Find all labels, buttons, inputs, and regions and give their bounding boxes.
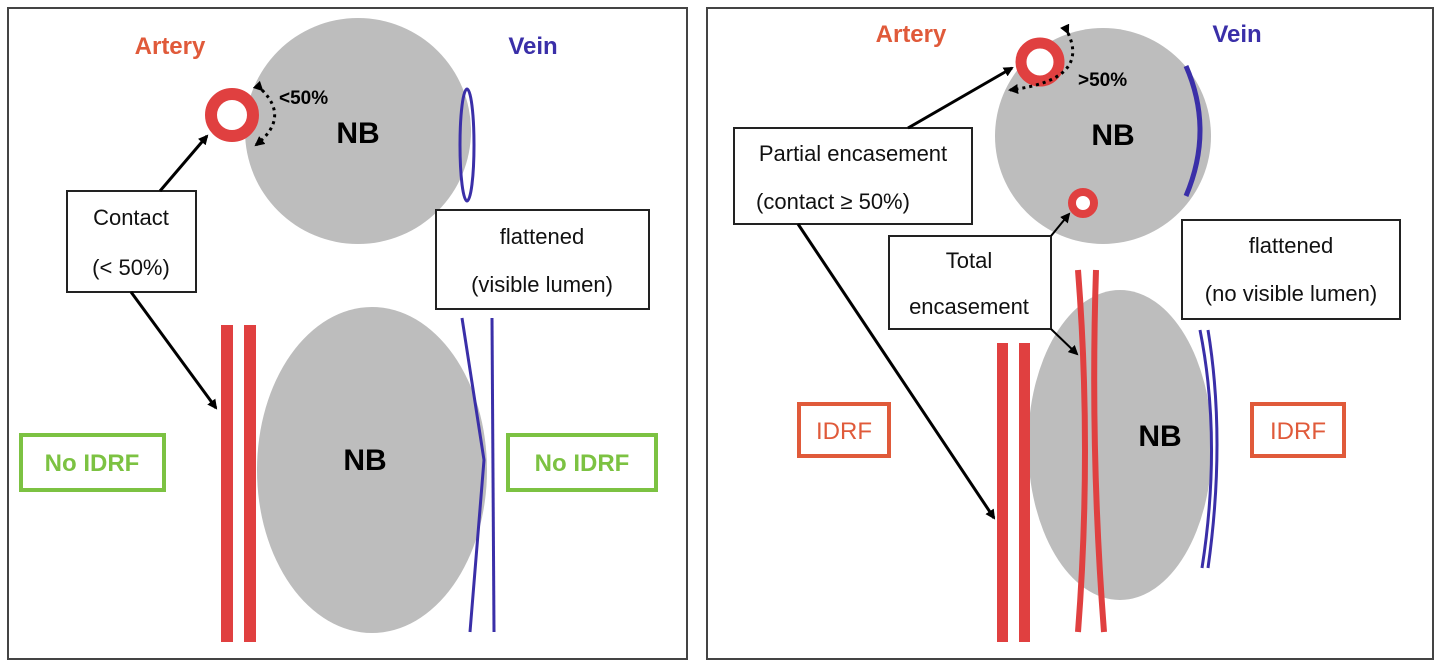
contact-box: [66, 190, 197, 293]
left-artery-wall-1: [221, 325, 233, 642]
flattened-visible-box: [435, 209, 650, 310]
left-vein-label: Vein: [508, 33, 557, 60]
right-artery-label: Artery: [876, 21, 947, 48]
right-vein-edge: [1183, 64, 1203, 197]
contact-box-line2: (< 50%): [92, 255, 170, 280]
left-contact-pct: <50%: [279, 88, 328, 109]
right-artery-wall-2: [1019, 343, 1030, 642]
no-idrf-right-box: [506, 433, 658, 492]
right-encased-vessel-wall-1: [1075, 269, 1088, 633]
contact-arrow-up: [158, 134, 209, 192]
total-arrow-down: [1050, 328, 1079, 356]
no-idrf-left-box: [19, 433, 166, 492]
right-vein-label: Vein: [1212, 21, 1261, 48]
right-panel: Artery Vein NB >50% Partial encasement (…: [706, 7, 1434, 660]
left-tumor-bottom: [257, 307, 487, 633]
left-artery-ring: [205, 88, 259, 142]
right-tumor-bottom: [1028, 290, 1212, 600]
left-vein-wall-outer: [460, 317, 486, 633]
idrf-left-box: [797, 402, 891, 458]
idrf-right-box: [1250, 402, 1346, 458]
right-encased-vessel-wall-2: [1091, 269, 1107, 633]
right-encased-artery-ring: [1068, 188, 1098, 218]
no-idrf-left-label: No IDRF: [45, 450, 140, 477]
total-encasement-box: [888, 235, 1052, 330]
partial-arrow-down: [796, 223, 996, 520]
right-artery-ring: [1015, 37, 1065, 87]
flattened-no-lumen-line1: flattened: [1249, 233, 1333, 258]
flattened-no-lumen-line2: (no visible lumen): [1205, 281, 1377, 306]
right-contact-pct: >50%: [1078, 70, 1127, 91]
left-artery-label: Artery: [135, 33, 206, 60]
flattened-no-lumen-box: [1181, 219, 1401, 320]
total-encasement-line1: Total: [946, 248, 992, 273]
left-contact-arc: [252, 80, 277, 147]
total-arrow-up: [1050, 212, 1071, 237]
total-encasement-line2: encasement: [909, 294, 1029, 319]
right-vein-wall-1: [1198, 329, 1213, 569]
left-vein-cross-section: [458, 87, 476, 203]
left-nb-bottom-label: NB: [343, 444, 386, 477]
contact-box-line1: Contact: [93, 205, 169, 230]
right-vein-wall-2: [1206, 329, 1219, 569]
right-artery-wall-1: [997, 343, 1008, 642]
right-nb-top-label: NB: [1091, 119, 1134, 152]
partial-encasement-line1: Partial encasement: [759, 141, 947, 166]
no-idrf-right-label: No IDRF: [535, 450, 630, 477]
idrf-left-label: IDRF: [816, 418, 872, 445]
partial-arrow-up: [907, 66, 1014, 130]
idrf-right-label: IDRF: [1270, 418, 1326, 445]
left-artery-wall-2: [244, 325, 256, 642]
contact-arrow-down: [129, 291, 218, 410]
partial-encasement-box: [733, 127, 973, 225]
right-nb-bottom-label: NB: [1138, 420, 1181, 453]
left-nb-top-label: NB: [336, 117, 379, 150]
flattened-visible-line2: (visible lumen): [471, 272, 613, 297]
right-contact-arc: [1008, 23, 1075, 94]
flattened-visible-line1: flattened: [500, 224, 584, 249]
left-tumor-top: [245, 18, 471, 244]
partial-encasement-line2: (contact ≥ 50%): [756, 189, 910, 214]
left-vein-wall-inner: [490, 317, 496, 633]
left-panel: Artery Vein NB <50% Contact (< 50%) flat…: [7, 7, 688, 660]
